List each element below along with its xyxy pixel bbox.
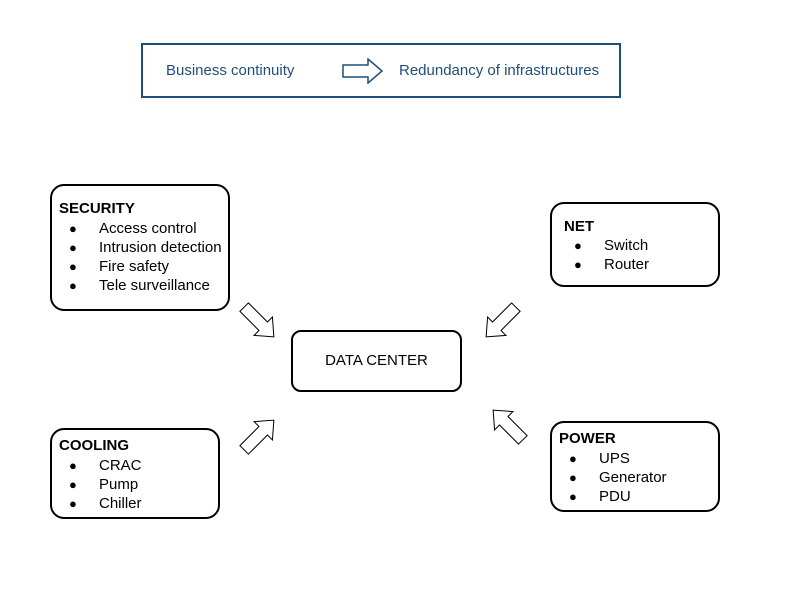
net-title: NET <box>564 218 594 235</box>
power-item: PDU <box>599 488 631 505</box>
bullet-icon: ● <box>569 470 577 485</box>
net-item: Router <box>604 256 650 273</box>
cooling-box: COOLING ● CRAC ● Pump ● Chiller <box>50 428 220 519</box>
hollow-right-arrow-icon <box>342 58 384 84</box>
bullet-icon: ● <box>69 477 77 492</box>
security-item: Access control <box>99 220 197 237</box>
header-banner: Business continuity Redundancy of infras… <box>141 43 621 98</box>
power-item: UPS <box>599 450 630 467</box>
bullet-icon: ● <box>574 257 582 272</box>
data-center-label: DATA CENTER <box>325 352 428 369</box>
bullet-icon: ● <box>69 221 77 236</box>
power-title: POWER <box>559 430 616 447</box>
power-box: POWER ● UPS ● Generator ● PDU <box>550 421 720 512</box>
bullet-icon: ● <box>69 240 77 255</box>
bullet-icon: ● <box>574 238 582 253</box>
security-item: Intrusion detection <box>99 239 222 256</box>
redundancy-label: Redundancy of infrastructures <box>399 62 600 79</box>
bullet-icon: ● <box>69 496 77 511</box>
security-item: Fire safety <box>99 258 170 275</box>
cooling-to-datacenter-arrow-icon <box>239 419 275 455</box>
bullet-icon: ● <box>569 489 577 504</box>
cooling-title: COOLING <box>59 437 129 454</box>
security-to-datacenter-arrow-icon <box>239 302 275 338</box>
business-continuity-label: Business continuity <box>166 62 295 79</box>
cooling-item: Pump <box>99 476 139 493</box>
power-to-datacenter-arrow-icon <box>492 409 528 445</box>
bullet-icon: ● <box>69 259 77 274</box>
security-item: Tele surveillance <box>99 277 210 294</box>
net-item: Switch <box>604 237 649 254</box>
bullet-icon: ● <box>69 458 77 473</box>
net-to-datacenter-arrow-icon <box>485 302 521 338</box>
cooling-item: Chiller <box>99 495 142 512</box>
net-box: NET ● Switch ● Router <box>550 202 720 287</box>
bullet-icon: ● <box>569 451 577 466</box>
security-box: SECURITY ● Access control ● Intrusion dete… <box>50 184 230 311</box>
power-item: Generator <box>599 469 667 486</box>
security-title: SECURITY <box>59 200 135 217</box>
bullet-icon: ● <box>69 278 77 293</box>
cooling-item: CRAC <box>99 457 142 474</box>
data-center-box: DATA CENTER <box>291 330 462 392</box>
